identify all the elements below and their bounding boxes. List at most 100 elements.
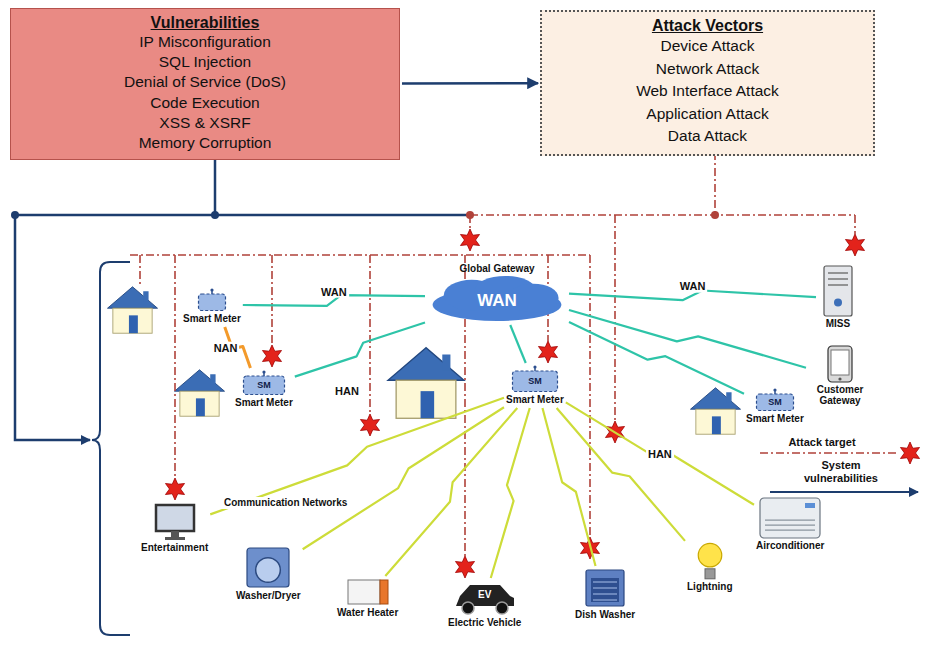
icon-text: SM: [528, 372, 542, 386]
tablet-icon: [827, 345, 853, 383]
connector: [402, 82, 538, 85]
ac-display: [805, 503, 815, 508]
junction-dot: [11, 211, 19, 219]
antenna: [263, 371, 265, 376]
attack-line: [139, 255, 141, 287]
car-wheel: [496, 602, 508, 614]
appliance: Entertainment: [141, 503, 208, 554]
heater-element: [380, 580, 388, 604]
antenna-tip: [533, 365, 536, 368]
appliance: Lightning: [687, 540, 733, 593]
monitor-icon: [154, 503, 196, 541]
legend-entry: System vulnerabilities: [796, 459, 886, 484]
connector-label: WAN: [678, 280, 708, 293]
attack-star: [460, 229, 479, 251]
device-label: Electric Vehicle: [448, 617, 521, 628]
customer-gateway: Customer Gateway: [808, 345, 872, 407]
tablet-button: [838, 377, 841, 380]
tablet-screen: [831, 350, 849, 375]
connector: [569, 322, 744, 394]
list-item: Network Attack: [656, 58, 759, 80]
vulnerability-line: [15, 214, 470, 217]
attack-star: [845, 234, 864, 256]
washer-door: [256, 558, 281, 583]
device-label: Smart Meter: [746, 413, 804, 424]
connector: [385, 408, 517, 576]
device-label: Lightning: [687, 581, 733, 592]
connector: [295, 322, 425, 376]
ac-icon: [759, 497, 821, 539]
connector: [542, 408, 595, 566]
connector: [510, 325, 525, 363]
list-item: Application Attack: [646, 103, 768, 125]
box-heading: Vulnerabilities: [151, 13, 260, 32]
meter-drawing: [197, 288, 227, 312]
appliance: Airconditioner: [756, 497, 824, 552]
rack-line: [593, 600, 617, 601]
legend-sample-line: [760, 452, 896, 454]
monitor-drawing: [154, 503, 196, 541]
connector-label: NAN: [212, 341, 240, 354]
attack-star: [360, 414, 379, 436]
meter-icon: SM: [755, 388, 795, 412]
legend-star: [900, 442, 919, 464]
connector-label: HAN: [646, 447, 674, 460]
car-wheel: [462, 602, 474, 614]
legend-sample-arrow: [770, 491, 918, 493]
network-label: Communication Networks: [222, 497, 349, 509]
monitor-base: [165, 537, 185, 540]
list-item: Memory Corruption: [139, 133, 272, 153]
icon-text: SM: [768, 393, 782, 407]
server-body: [824, 266, 852, 316]
heater-icon: [346, 578, 390, 606]
connector-label: WAN: [319, 285, 349, 298]
icon-text: SM: [257, 376, 271, 390]
device-label: Global Gateway: [459, 263, 534, 274]
attack-star: [262, 345, 281, 367]
washer-body: [247, 548, 289, 587]
device-label: Smart Meter: [506, 394, 564, 405]
appliance: EVElectric Vehicle: [448, 580, 521, 629]
box-heading: Attack Vectors: [652, 16, 763, 35]
washer-icon: [245, 545, 291, 589]
rack-line: [593, 588, 617, 589]
attack-star: [165, 478, 184, 500]
attack-line: [589, 255, 591, 537]
server-icon: [818, 265, 858, 317]
device-label: Smart Meter: [235, 397, 293, 408]
list-item: Code Execution: [150, 93, 259, 113]
miss-server: MISS: [818, 265, 858, 330]
cloud-shape: [433, 276, 562, 321]
tablet-drawing: [827, 345, 853, 383]
dishwasher-rack: [591, 578, 619, 602]
heater-body: [348, 580, 380, 604]
icon-text: WAN: [477, 289, 517, 309]
monitor-screen: [156, 505, 194, 531]
tablet-body: [828, 346, 852, 382]
device-label: MISS: [826, 318, 850, 329]
house: [108, 287, 158, 333]
bulb-base: [705, 569, 715, 579]
attack-star: [538, 341, 557, 363]
bracket: [92, 262, 130, 635]
antenna: [534, 366, 536, 371]
attack-line: [470, 214, 855, 216]
smart-meter: Smart Meter: [183, 288, 241, 325]
device-label: Airconditioner: [756, 540, 824, 551]
ac-drawing: [759, 497, 821, 539]
attack-line: [130, 254, 590, 256]
device-label: Washer/Dryer: [236, 590, 301, 601]
server-drawing: [818, 265, 858, 317]
list-item: IP Misconfiguration: [139, 32, 271, 52]
attack-vectors-box: Attack VectorsDevice AttackNetwork Attac…: [540, 10, 875, 156]
bulb-drawing: [696, 540, 724, 580]
smart-meter: SM Smart Meter: [235, 370, 293, 409]
rack-line: [593, 594, 617, 595]
server-disc: [834, 298, 842, 306]
meter-body: [243, 376, 284, 395]
smart-meter: SM Smart Meter: [506, 365, 564, 406]
meter-body: [198, 294, 225, 311]
list-item: Device Attack: [661, 35, 755, 57]
connector: [303, 407, 504, 549]
